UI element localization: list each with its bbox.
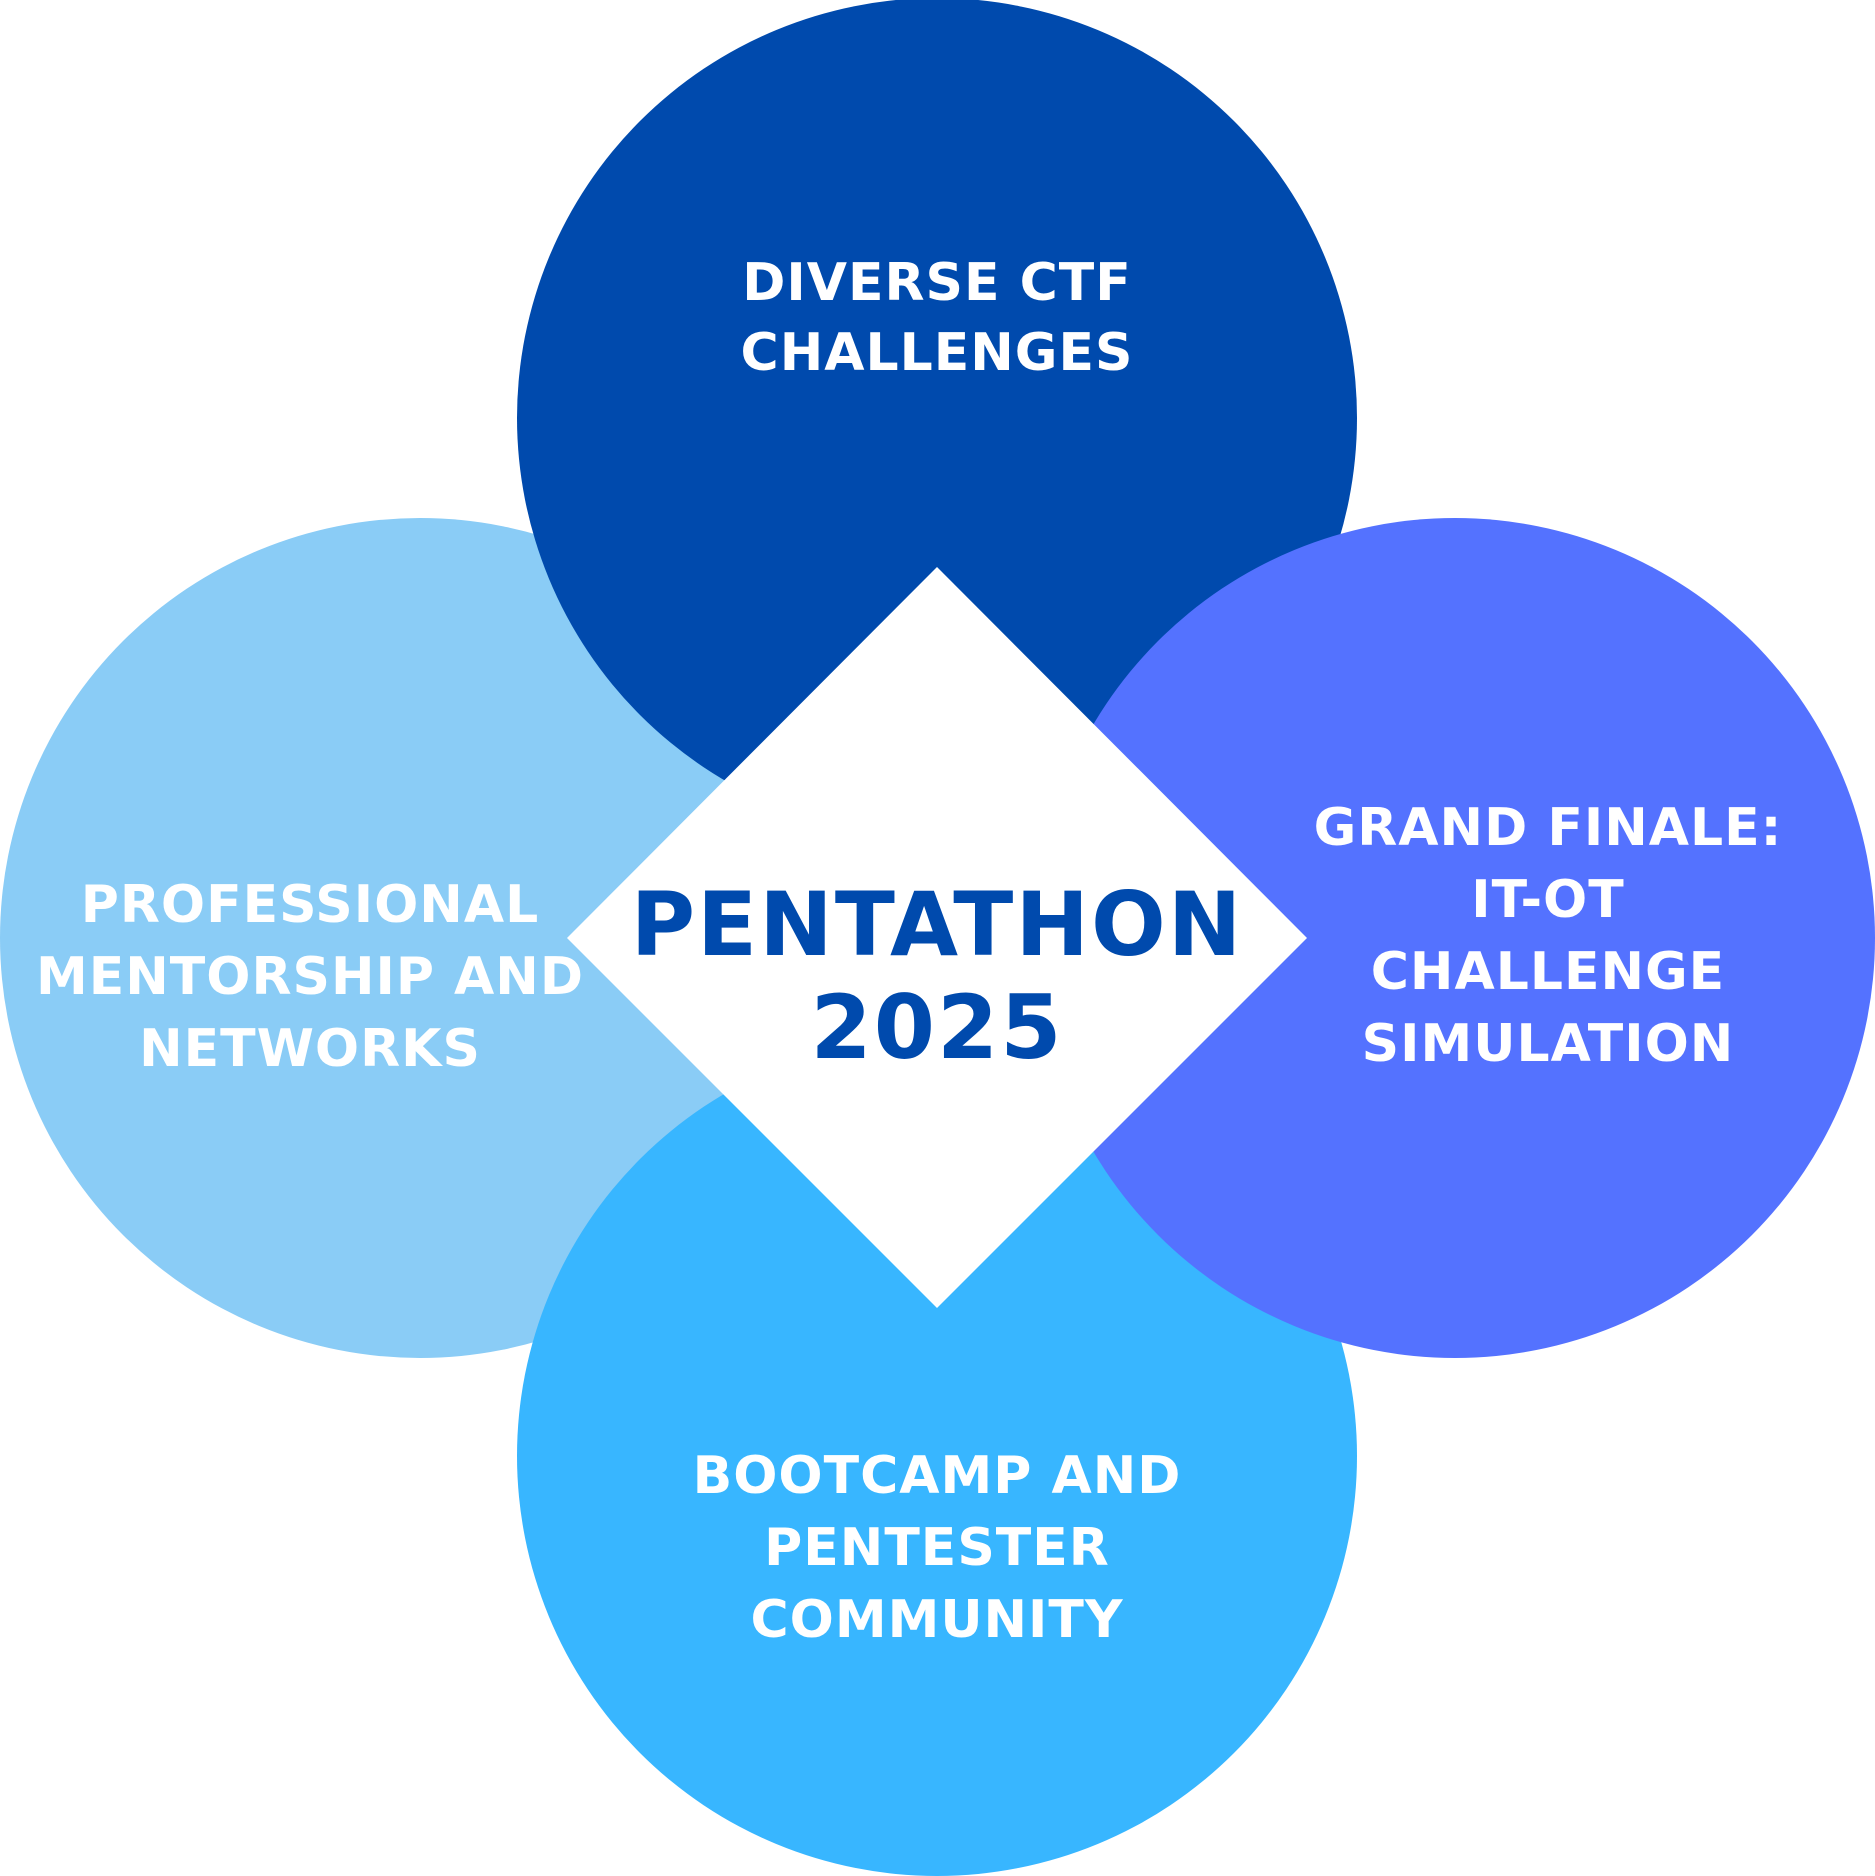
center-title-line-1: PENTATHON — [631, 873, 1244, 976]
circle-left — [0, 518, 840, 1358]
circle-bottom — [517, 1036, 1357, 1876]
petal-left-line-1: PROFESSIONAL — [81, 875, 539, 935]
petal-left-label: PROFESSIONAL MENTORSHIP AND NETWORKS — [36, 875, 584, 1079]
petal-bottom-label: BOOTCAMP AND PENTESTER COMMUNITY — [693, 1446, 1182, 1650]
petal-top-line-2: CHALLENGES — [741, 323, 1134, 383]
petal-right-line-4: SIMULATION — [1362, 1014, 1735, 1074]
petal-right-label: GRAND FINALE: IT-OT CHALLENGE SIMULATION — [1314, 798, 1783, 1074]
petal-bottom-line-2: PENTESTER — [764, 1518, 1110, 1578]
petal-right-line-1: GRAND FINALE: — [1314, 798, 1783, 858]
petal-right-line-2: IT-OT — [1471, 870, 1624, 930]
petal-right-line-3: CHALLENGE — [1371, 942, 1725, 1002]
center-title: PENTATHON 2025 — [631, 873, 1244, 1079]
petal-bottom-line-3: COMMUNITY — [750, 1590, 1123, 1650]
petal-bottom-line-1: BOOTCAMP AND — [693, 1446, 1182, 1506]
petal-left-line-3: NETWORKS — [139, 1019, 481, 1079]
circle-right — [1035, 518, 1875, 1358]
petal-top-line-1: DIVERSE CTF — [742, 253, 1132, 313]
petal-left-line-2: MENTORSHIP AND — [36, 947, 584, 1007]
center-title-line-2: 2025 — [811, 976, 1064, 1079]
petal-top-label: DIVERSE CTF CHALLENGES — [741, 253, 1134, 383]
center-diamond — [567, 567, 1307, 1308]
circle-top — [517, 0, 1357, 838]
